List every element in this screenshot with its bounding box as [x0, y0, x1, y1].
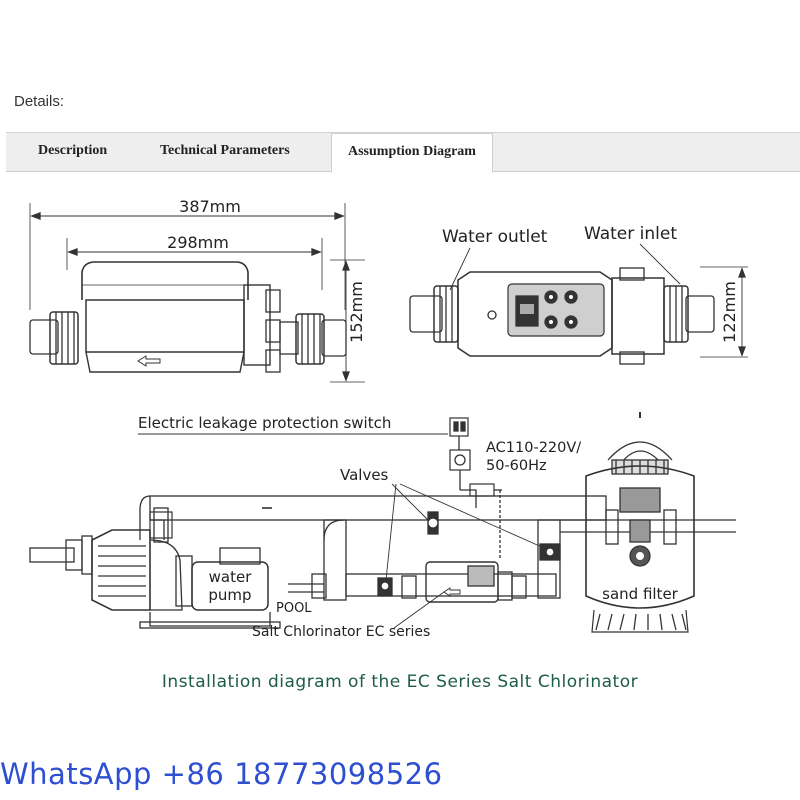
whatsapp-contact: WhatsApp +86 18773098526: [0, 757, 443, 791]
label-leakage-switch: Electric leakage protection switch: [138, 414, 391, 432]
dim-overall-length: 387mm: [179, 197, 241, 216]
dim-body-length: 298mm: [167, 233, 229, 252]
label-valves: Valves: [340, 466, 389, 484]
label-sand-filter: sand filter: [602, 585, 679, 603]
tab-assumption-diagram[interactable]: Assumption Diagram: [331, 133, 493, 173]
chlorinator-side-view: [29, 203, 365, 383]
details-label: Details:: [14, 93, 65, 110]
label-water-pump-line2: pump: [208, 586, 251, 604]
label-pool: POOL: [276, 601, 312, 616]
tab-technical-parameters[interactable]: Technical Parameters: [160, 143, 290, 158]
label-water-pump-line1: water: [209, 568, 253, 586]
installation-system: [29, 412, 736, 633]
label-power-line1: AC110-220V/: [486, 440, 581, 456]
installation-diagram: 387mm 298mm 152mm Water outlet Water inl…: [29, 197, 748, 640]
label-water-inlet: Water inlet: [584, 224, 677, 244]
tab-bar: Description Technical Parameters Assumpt…: [6, 132, 800, 173]
dim-height-left: 152mm: [347, 281, 366, 343]
tab-description[interactable]: Description: [38, 143, 108, 158]
label-chlorinator: Salt Chlorinator EC series: [252, 624, 430, 640]
dim-height-right: 122mm: [720, 281, 739, 343]
chlorinator-front-view: [409, 243, 748, 365]
label-power-line2: 50-60Hz: [486, 458, 547, 474]
diagram-caption: Installation diagram of the EC Series Sa…: [161, 672, 639, 692]
label-water-outlet: Water outlet: [442, 227, 548, 247]
